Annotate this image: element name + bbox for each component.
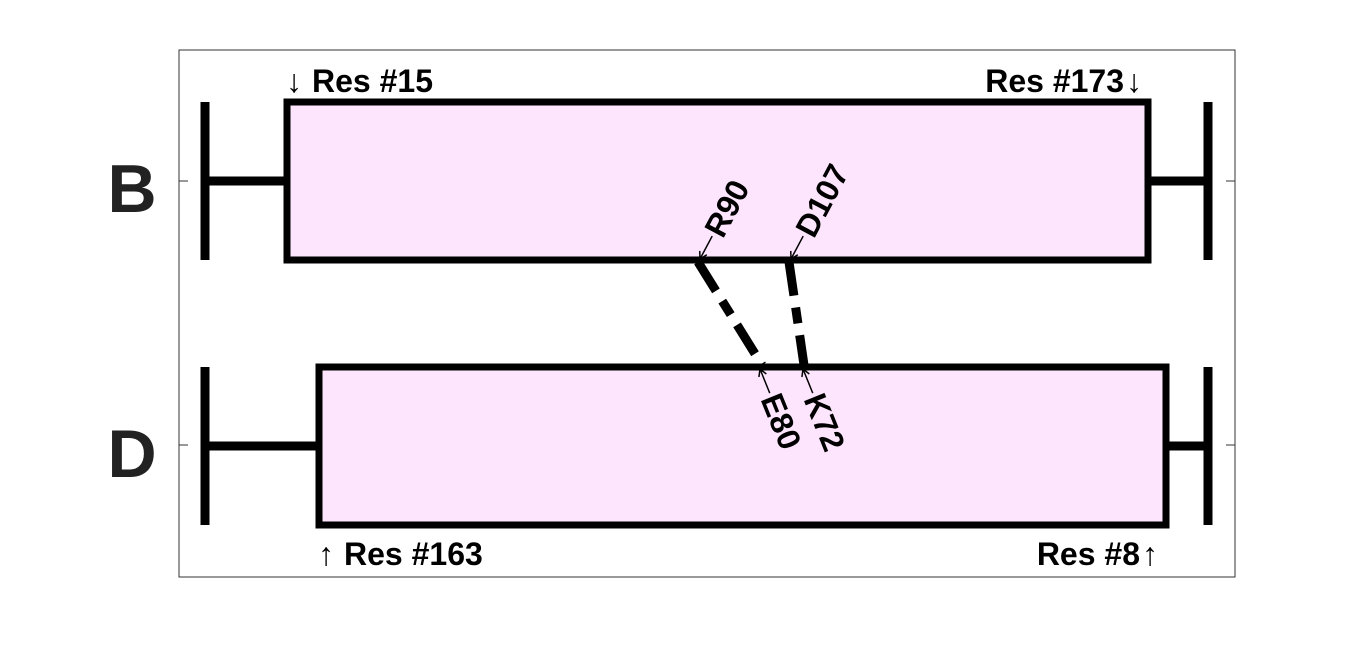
chain-b-strand <box>283 98 1152 264</box>
chain-d-strand <box>315 363 1170 529</box>
site-arrow-head <box>790 250 799 261</box>
site-arrow-head <box>758 367 767 378</box>
site-arrow-shaft <box>759 368 771 394</box>
site-arrow-shaft <box>699 235 713 260</box>
site-arrow-shaft <box>790 235 804 260</box>
chain-d-end-label: Res #8 <box>1037 536 1140 572</box>
chain-label-b: B <box>107 151 156 227</box>
chain-b-track <box>200 98 1213 264</box>
plot-frame <box>178 49 1236 578</box>
site-arrow-head <box>699 250 708 261</box>
chain-d-track <box>200 363 1213 529</box>
chain-d-start-arrow: ↑ <box>318 536 334 572</box>
chain-label-d: D <box>107 416 156 492</box>
chain-b-start-label: Res #15 <box>312 63 433 99</box>
chain-b-end-arrow: ↓ <box>1126 63 1142 99</box>
contact-line-r90-e80 <box>694 259 766 368</box>
chain-b-end-label: Res #173 <box>985 63 1124 99</box>
contact-line-d107-k72 <box>784 261 809 366</box>
chain-b-start-arrow: ↓ <box>286 63 302 99</box>
site-arrow-head <box>801 367 810 378</box>
chain-d-end-arrow: ↑ <box>1142 536 1158 572</box>
chain-d-start-label: Res #163 <box>344 536 483 572</box>
site-arrow-shaft <box>802 368 814 394</box>
